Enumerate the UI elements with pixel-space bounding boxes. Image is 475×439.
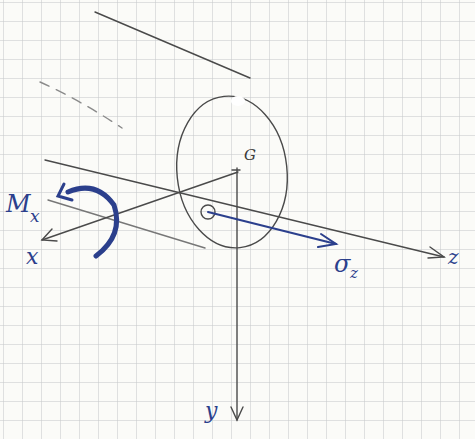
pencil-lines — [40, 12, 444, 420]
axis-label: z — [448, 247, 459, 267]
ink-marks — [58, 184, 336, 256]
y-axis — [236, 168, 237, 420]
axis-label: y — [205, 400, 217, 422]
arrowhead — [428, 247, 444, 258]
moment-arrow — [68, 188, 117, 256]
arrowhead — [318, 234, 336, 247]
z-axis — [45, 160, 444, 257]
moment-symbol: M — [6, 192, 31, 216]
hidden-edge — [40, 82, 122, 128]
centroid-mark — [232, 169, 240, 170]
beam-edge — [95, 12, 250, 78]
subscript: x — [30, 208, 40, 225]
beam-edge — [48, 200, 205, 248]
x-axis — [42, 172, 238, 240]
centroid-label: G — [244, 148, 256, 163]
arrowhead — [42, 229, 57, 241]
axis-label: x — [26, 246, 38, 268]
highlight — [231, 96, 245, 106]
stress-symbol: σ — [334, 252, 350, 276]
stress-arrow — [208, 212, 336, 244]
subscript: z — [350, 266, 358, 281]
arrowhead — [231, 407, 243, 420]
arrowhead — [58, 184, 72, 200]
